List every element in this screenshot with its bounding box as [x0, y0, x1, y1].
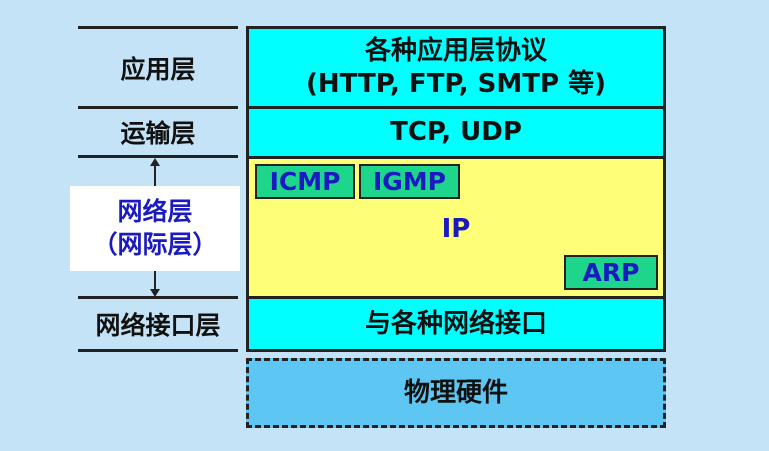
igmp-box: IGMP	[359, 164, 460, 199]
divider-bottom	[78, 349, 238, 352]
link-interfaces: 与各种网络接口	[364, 308, 547, 339]
icmp-box: ICMP	[255, 164, 355, 199]
divider-transport-network	[78, 155, 238, 158]
label-internet-layer: （网际层）	[92, 229, 218, 259]
divider-top	[78, 26, 238, 29]
arp-box: ARP	[564, 255, 658, 290]
label-link-layer: 网络接口层	[95, 311, 221, 340]
label-application-layer: 应用层	[120, 54, 196, 84]
network-label-panel: 网络层 （网际层）	[70, 186, 240, 271]
divider-app-transport	[78, 106, 238, 109]
physical-hardware-label: 物理硬件	[403, 377, 508, 408]
transport-layer-box: TCP, UDP	[246, 106, 666, 159]
physical-hardware-box: 物理硬件	[246, 358, 666, 428]
label-network-layer: 网络层	[117, 197, 193, 226]
arrow-down-icon	[150, 271, 160, 297]
arrow-up-icon	[150, 158, 160, 186]
link-layer-box: 与各种网络接口	[246, 296, 666, 352]
application-protocols-list: (HTTP, FTP, SMTP 等)	[306, 68, 606, 99]
application-protocols-title: 各种应用层协议	[364, 36, 547, 66]
application-layer-box: 各种应用层协议 (HTTP, FTP, SMTP 等)	[246, 26, 666, 109]
network-protocol-ip: IP	[441, 214, 471, 245]
label-transport-layer: 运输层	[120, 119, 196, 148]
transport-protocols: TCP, UDP	[390, 117, 522, 148]
divider-network-link	[78, 296, 238, 299]
